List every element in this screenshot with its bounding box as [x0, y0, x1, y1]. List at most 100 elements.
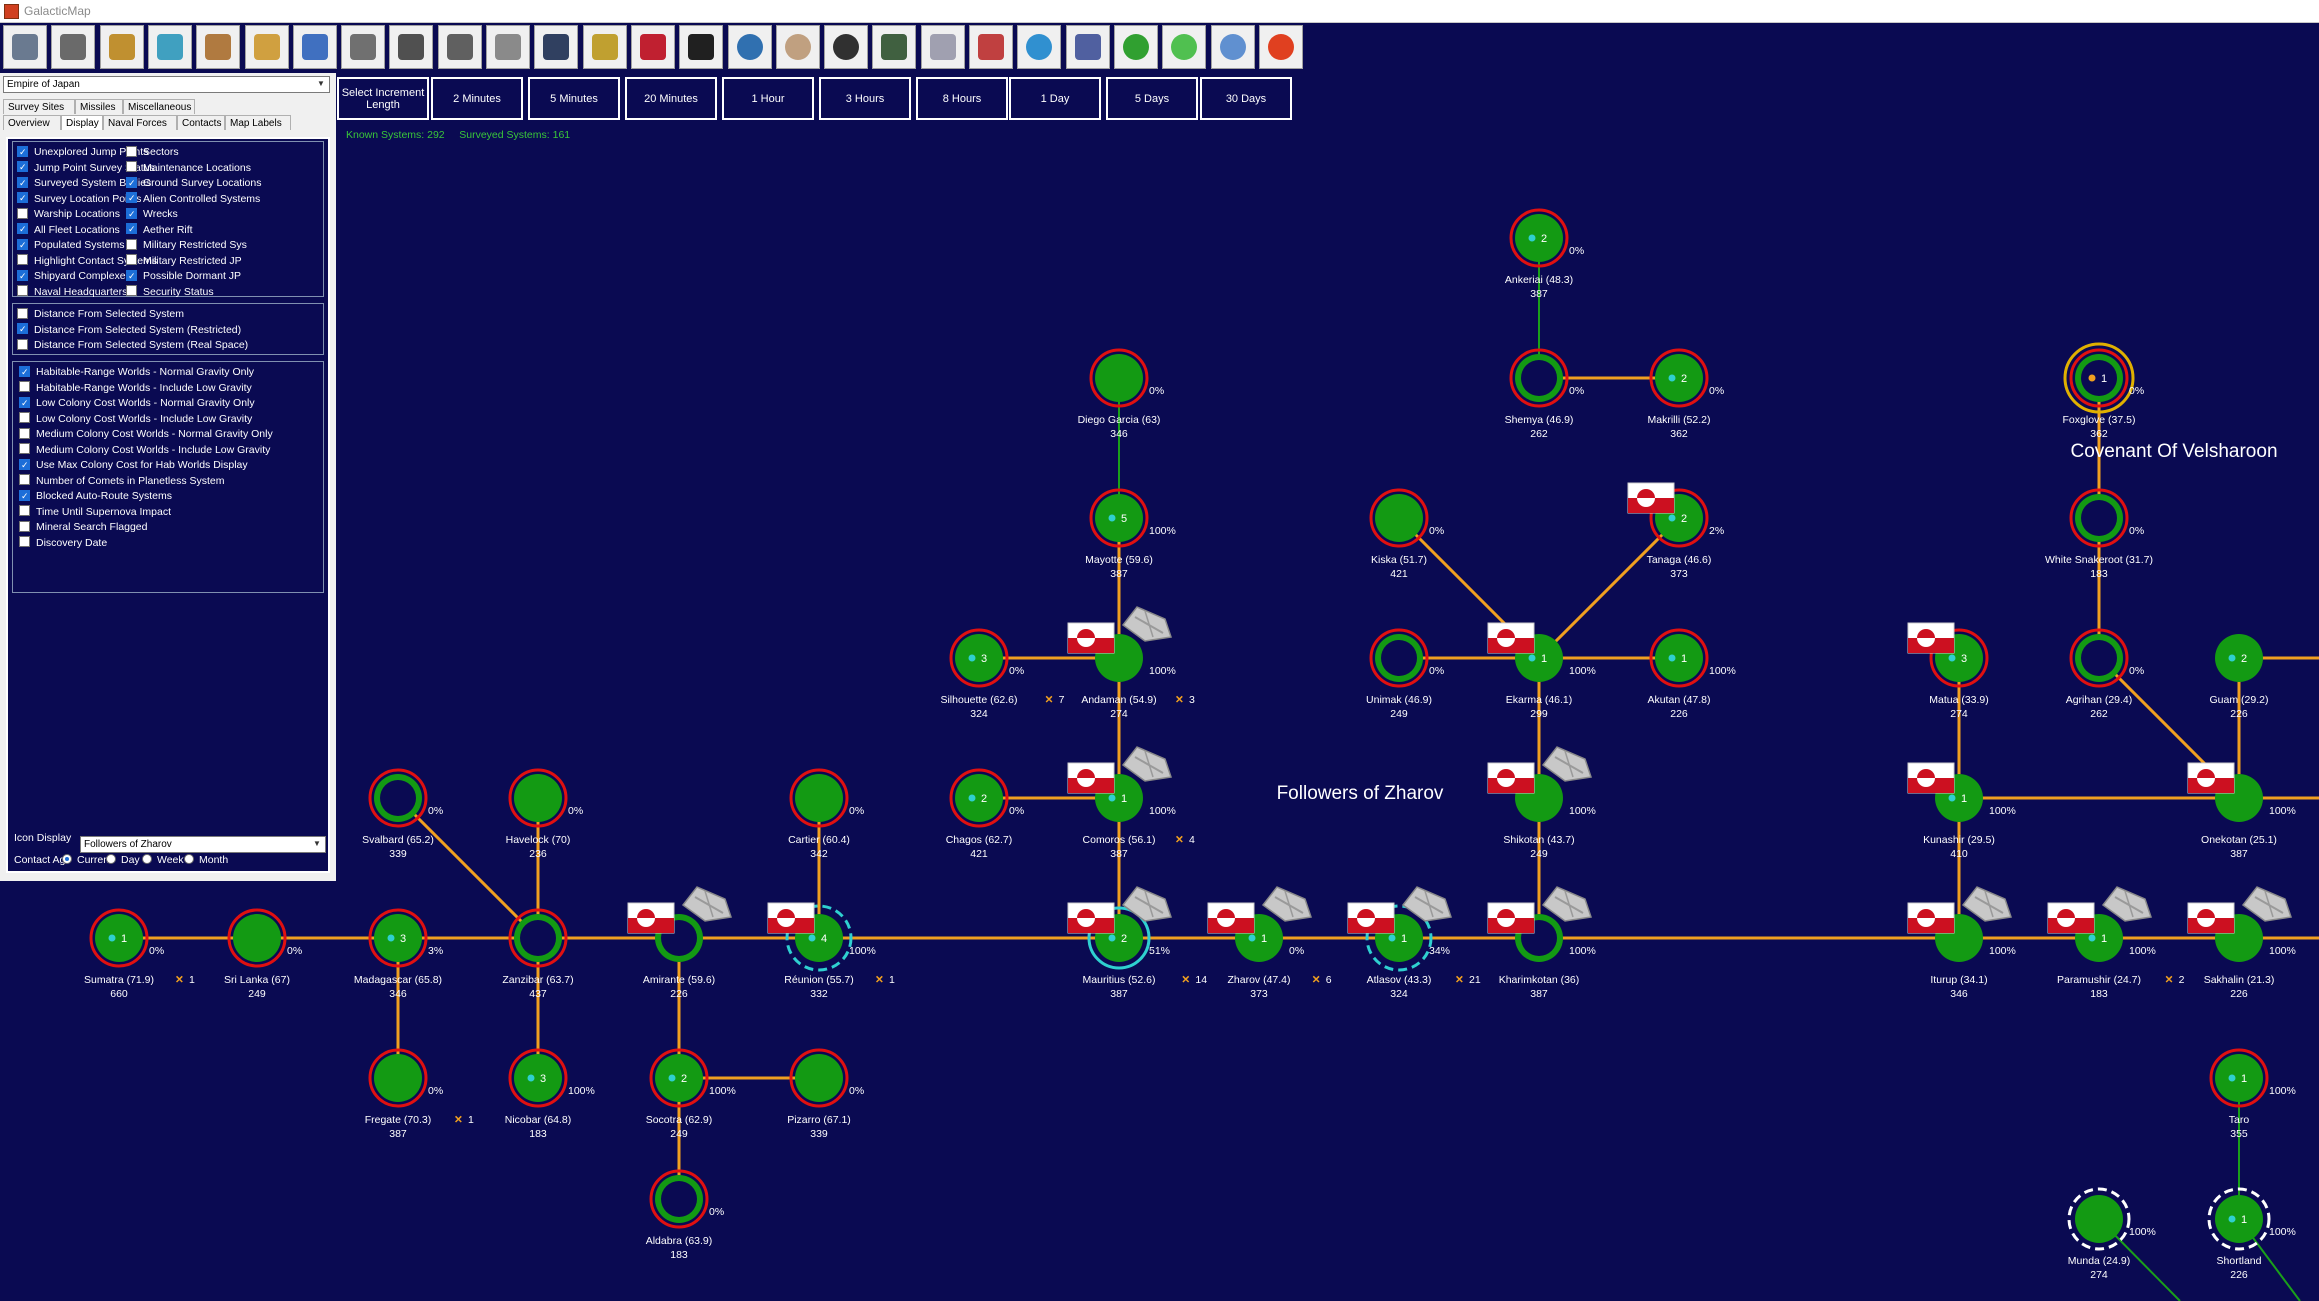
missile-button[interactable]	[389, 25, 434, 69]
tab-display[interactable]: Display	[61, 115, 103, 130]
option-distance-from-selected-system[interactable]: Distance From Selected System	[17, 307, 184, 321]
option-security-status[interactable]: Security Status	[126, 285, 214, 299]
checkbox-unchecked[interactable]	[17, 254, 28, 266]
option-wrecks[interactable]: Wrecks	[126, 207, 178, 221]
system-unimak[interactable]: 0%Unimak (46.9)249	[1366, 628, 1444, 720]
checkbox-checked[interactable]	[17, 176, 28, 190]
checkbox-checked[interactable]	[17, 160, 28, 174]
system-iturup[interactable]: 100%Iturup (34.1)346	[1907, 886, 2016, 1000]
option-surveyed-system-bodies[interactable]: Surveyed System Bodies	[17, 176, 151, 190]
system-onekotan[interactable]: 100%Onekotan (25.1)387	[2187, 762, 2296, 860]
option-habitable-range-worlds-include-low-gravity[interactable]: Habitable-Range Worlds - Include Low Gra…	[19, 381, 252, 395]
system-zanzibar[interactable]: Zanzibar (63.7)437	[502, 908, 574, 1000]
increment-button[interactable]: 2 Minutes	[431, 77, 523, 120]
checkbox-checked[interactable]	[19, 458, 30, 472]
option-possible-dormant-jp[interactable]: Possible Dormant JP	[126, 269, 241, 283]
jobs-button[interactable]	[51, 25, 96, 69]
checkbox-checked[interactable]	[17, 191, 28, 205]
system-madagascar[interactable]: 33%Madagascar (65.8)346	[354, 908, 443, 1000]
option-maintenance-locations[interactable]: Maintenance Locations	[126, 161, 251, 175]
increment-button[interactable]: 5 Days	[1106, 77, 1198, 120]
star-system-button[interactable]	[679, 25, 724, 69]
checkbox-unchecked[interactable]	[19, 381, 30, 393]
option-warship-locations[interactable]: Warship Locations	[17, 207, 120, 221]
research-flask-button[interactable]	[147, 25, 192, 69]
increment-button[interactable]: 1 Day	[1009, 77, 1101, 120]
race-flag-button[interactable]	[630, 25, 675, 69]
system-aldabra[interactable]: 0%Aldabra (63.9)183	[646, 1169, 724, 1261]
commander-button[interactable]	[534, 25, 579, 69]
checkbox-unchecked[interactable]	[17, 338, 28, 350]
system-ankeriai[interactable]: 20%Ankeriai (48.3)387	[1505, 208, 1584, 300]
checkbox-unchecked[interactable]	[19, 536, 30, 548]
system-kharimkotan[interactable]: 100%Kharimkotan (36)387	[1487, 886, 1596, 1000]
option-survey-location-points[interactable]: Survey Location Points	[17, 191, 141, 206]
circuit-board-button[interactable]	[872, 25, 917, 69]
checkbox-unchecked[interactable]	[17, 285, 28, 297]
tab-map-labels[interactable]: Map Labels	[225, 115, 291, 130]
checkbox-checked[interactable]	[126, 207, 137, 221]
tab-missiles[interactable]: Missiles	[75, 99, 123, 114]
option-aether-rift[interactable]: Aether Rift	[126, 222, 193, 237]
system-svalbard[interactable]: 0%Svalbard (65.2)339	[362, 768, 443, 860]
system-havelock[interactable]: 0%Havelock (70)236	[506, 768, 584, 860]
option-ground-survey-locations[interactable]: Ground Survey Locations	[126, 176, 261, 190]
empire-select[interactable]: Empire of Japan ▼	[3, 76, 330, 93]
option-medium-colony-cost-worlds-include-low-gravity[interactable]: Medium Colony Cost Worlds - Include Low …	[19, 443, 270, 457]
option-military-restricted-jp[interactable]: Military Restricted JP	[126, 254, 242, 268]
checkbox-checked[interactable]	[17, 269, 28, 283]
checkbox-unchecked[interactable]	[19, 474, 30, 486]
option-habitable-range-worlds-normal-gravity-only[interactable]: Habitable-Range Worlds - Normal Gravity …	[19, 365, 254, 379]
calendar-button[interactable]	[969, 25, 1013, 69]
design-button[interactable]	[244, 25, 289, 69]
increment-button[interactable]: 8 Hours	[916, 77, 1008, 120]
option-military-restricted-sys[interactable]: Military Restricted Sys	[126, 238, 247, 252]
red-orb-button[interactable]	[1258, 25, 1303, 69]
refresh-cycle-button[interactable]	[1017, 25, 1062, 69]
checkbox-checked[interactable]	[126, 176, 137, 190]
checkbox-unchecked[interactable]	[126, 145, 137, 157]
artillery-button[interactable]	[437, 25, 482, 69]
option-time-until-supernova-impact[interactable]: Time Until Supernova Impact	[19, 505, 171, 519]
system-whitesnakeroot[interactable]: 0%White Snakeroot (31.7)183	[2045, 488, 2153, 580]
option-jump-point-survey-status[interactable]: Jump Point Survey Status	[17, 160, 155, 175]
option-low-colony-cost-worlds-normal-gravity-only[interactable]: Low Colony Cost Worlds - Normal Gravity …	[19, 396, 255, 410]
industry-button[interactable]	[196, 25, 241, 69]
option-discovery-date[interactable]: Discovery Date	[19, 536, 107, 550]
icon-display-select[interactable]: Followers of Zharov ▼	[80, 836, 326, 853]
system-cartier[interactable]: 0%Cartier (60.4)342	[788, 768, 864, 860]
option-medium-colony-cost-worlds-normal-gravity-only[interactable]: Medium Colony Cost Worlds - Normal Gravi…	[19, 427, 273, 441]
checkbox-unchecked[interactable]	[19, 520, 30, 532]
option-use-max-colony-cost-for-hab-worlds-display[interactable]: Use Max Colony Cost for Hab Worlds Displ…	[19, 458, 248, 472]
checkbox-checked[interactable]	[19, 489, 30, 503]
option-distance-from-selected-system-restricted[interactable]: Distance From Selected System (Restricte…	[17, 322, 241, 337]
tab-contacts[interactable]: Contacts	[177, 115, 225, 130]
checkbox-checked[interactable]	[19, 365, 30, 379]
system-amirante[interactable]: Amirante (59.6)226	[627, 886, 732, 1000]
checkbox-checked[interactable]	[19, 396, 30, 410]
option-mineral-search-flagged[interactable]: Mineral Search Flagged	[19, 520, 147, 534]
checkbox-checked[interactable]	[17, 145, 28, 159]
alien-button[interactable]	[775, 25, 820, 69]
checkbox-checked[interactable]	[126, 191, 137, 205]
tab-miscellaneous[interactable]: Miscellaneous	[123, 99, 195, 114]
option-alien-controlled-systems[interactable]: Alien Controlled Systems	[126, 191, 260, 206]
option-blocked-auto-route-systems[interactable]: Blocked Auto-Route Systems	[19, 489, 172, 503]
checkbox-unchecked[interactable]	[17, 307, 28, 319]
